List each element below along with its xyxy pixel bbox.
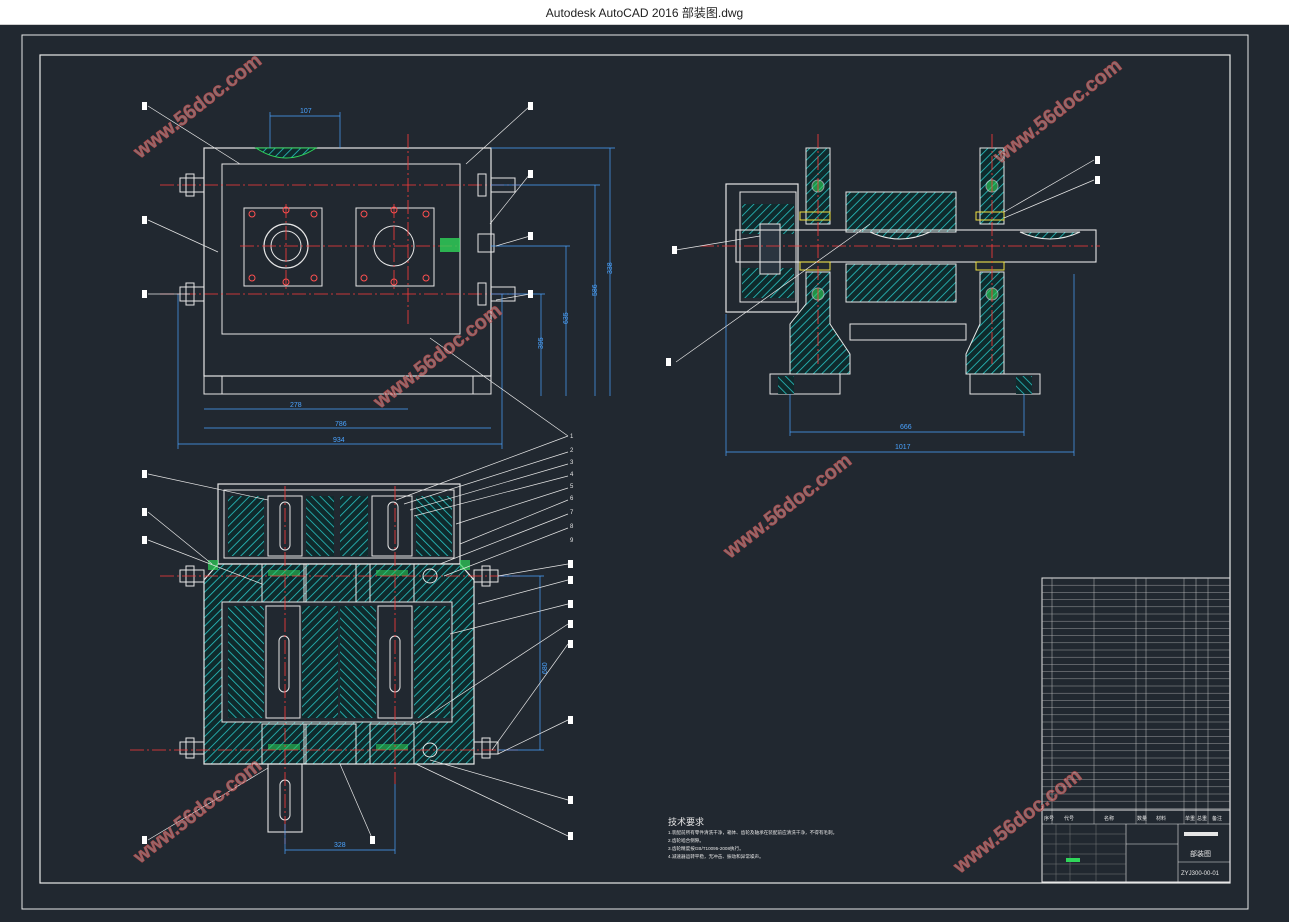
watermark-4: www.56doc.com [719,450,856,564]
svg-text:9: 9 [570,538,574,544]
front-leaders [147,105,569,437]
svg-text:4: 4 [570,472,574,478]
dim-front-h1: 338 [607,262,614,274]
dim-front-h3: 635 [563,312,570,324]
dim-front-h2: 586 [592,284,599,296]
svg-text:序号: 序号 [1044,815,1054,822]
dim-plan-h: 680 [542,662,549,674]
front-dimensions [177,112,615,449]
dim-front-w1: 278 [290,402,302,409]
dim-front-w3: 934 [333,437,345,444]
svg-text:8: 8 [570,524,574,530]
dim-top-width: 107 [300,108,312,115]
svg-text:5: 5 [570,484,574,490]
drawing-svg[interactable]: 107 338 586 635 395 278 786 934 [0,24,1289,918]
svg-text:2: 2 [570,448,574,454]
tech-title: 技术要求 [668,816,704,827]
svg-text:总重: 总重 [1197,815,1207,822]
watermark-2: www.56doc.com [989,55,1126,169]
front-view [160,134,520,395]
title-block-name: 部装图 [1190,849,1211,858]
drawing-canvas[interactable]: 107 338 586 635 395 278 786 934 [0,24,1289,918]
svg-text:代号: 代号 [1064,815,1074,822]
title-block-header: 序号 代号 名称 数量 材料 单重 总重 备注 [1044,815,1222,822]
plan-leaders [147,435,569,841]
tech-line-2: 2.齿轮啮合侧隙。 [668,837,704,844]
plan-balloons [142,470,573,844]
side-view [700,134,1100,395]
tech-line-1: 1.装配前所有零件清洗干净，箱体、齿轮及轴承在装配前应清洗干净，不得有毛刺。 [668,829,837,836]
tech-line-4: 4.减速器运转平稳，无冲击、振动和异常噪声。 [668,853,764,860]
watermark-5: www.56doc.com [129,755,266,869]
dim-side-w2: 1017 [895,444,911,451]
svg-text:1: 1 [570,434,574,440]
tech-requirements: 技术要求 1.装配前所有零件清洗干净，箱体、齿轮及轴承在装配前应清洗干净，不得有… [668,816,837,860]
svg-text:6: 6 [570,496,574,502]
inner-frame [39,54,1231,884]
balloon-number-column: 1 2 3 4 5 6 7 8 9 [570,434,574,544]
svg-text:数量: 数量 [1137,815,1147,822]
svg-text:备注: 备注 [1212,815,1222,822]
window-titlebar: Autodesk AutoCAD 2016 部装图.dwg [0,0,1289,25]
plan-view [130,483,520,844]
title-block-drawing-no: ZYJ300-00-01 [1181,871,1220,877]
side-balloons [666,156,1100,366]
watermark-3: www.56doc.com [369,300,506,414]
side-leaders [675,159,1095,363]
dim-front-w2: 786 [335,421,347,428]
title-block: 序号 代号 名称 数量 材料 单重 总重 备注 部装图 ZYJ300-00-01 [1041,809,1231,883]
svg-text:3: 3 [570,460,574,466]
dim-side-w1: 666 [900,424,912,431]
window-title: Autodesk AutoCAD 2016 部装图.dwg [545,6,744,20]
dim-plan-w: 328 [334,842,346,849]
outer-frame [21,34,1249,910]
svg-text:材料: 材料 [1156,815,1166,822]
svg-text:7: 7 [570,510,574,516]
tech-line-3: 3.齿轮精度按GB/T10095-2008执行。 [668,845,744,852]
side-dimensions [725,274,1075,456]
dim-front-h4: 395 [538,337,545,349]
svg-text:单重: 单重 [1185,815,1195,822]
svg-text:名称: 名称 [1104,815,1114,822]
parts-list [1041,577,1231,824]
front-balloons [142,102,533,298]
